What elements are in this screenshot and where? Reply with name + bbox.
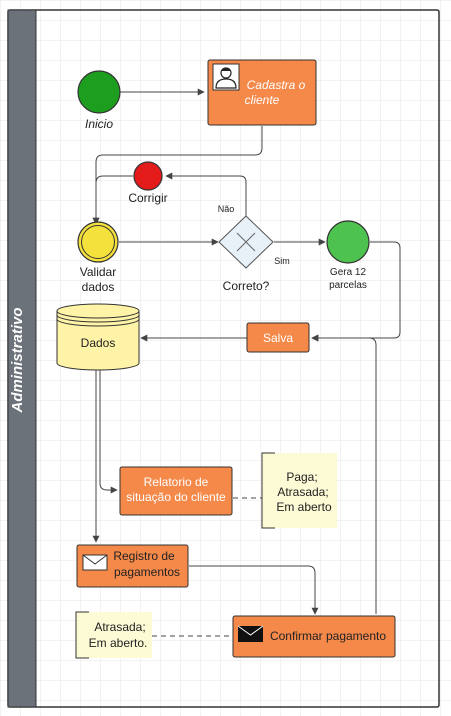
task-salva[interactable] xyxy=(246,322,310,353)
validar-dados-event[interactable] xyxy=(77,221,119,263)
corrigir-event[interactable] xyxy=(133,161,163,191)
task-relatorio-line2: situação do cliente xyxy=(126,490,226,504)
flow-registro-to-confirmar xyxy=(189,565,319,615)
flow-gateway-to-corrigir xyxy=(165,172,247,221)
envelope-icon xyxy=(82,554,108,571)
gateway-x-icon xyxy=(236,232,256,252)
validar-dados-inner-ring xyxy=(81,225,115,259)
gateway-no-label: Não xyxy=(218,204,235,214)
gateway-yes-label: Sim xyxy=(274,256,290,266)
atrasada-note-line1: Atrasada; xyxy=(94,620,145,634)
status-note[interactable] xyxy=(262,453,337,528)
datastore-dados[interactable] xyxy=(56,303,140,371)
validar-line1: Validar xyxy=(80,265,116,279)
task-cadastra-line1: Cadastra o xyxy=(247,78,306,92)
task-confirmar-pagamento[interactable] xyxy=(232,615,396,658)
flow-corrigir-to-validar xyxy=(92,175,133,225)
task-salva-label: Salva xyxy=(263,331,293,345)
atrasada-note[interactable] xyxy=(76,612,152,658)
start-event[interactable] xyxy=(77,70,121,114)
task-cadastra-line2: cliente xyxy=(245,93,280,107)
flow-dados-to-relatorio xyxy=(99,370,118,494)
start-event-label: Inicio xyxy=(85,117,113,131)
gera-parcelas-event[interactable] xyxy=(326,220,370,264)
user-icon xyxy=(212,63,240,91)
flow-confirmar-to-salva xyxy=(311,334,377,614)
status-note-line1: Paga; xyxy=(286,470,317,484)
task-relatorio-line1: Relatorio de xyxy=(144,475,209,489)
flow-gera-to-salva xyxy=(311,241,401,342)
lane-header[interactable] xyxy=(7,9,37,708)
status-note-line3: Em aberto xyxy=(276,500,332,514)
gateway-label: Correto? xyxy=(223,279,270,293)
atrasada-note-line2: Em aberto. xyxy=(89,636,148,650)
flow-cadastra-to-validar xyxy=(92,126,263,225)
gera-line2: parcelas xyxy=(329,280,367,291)
task-registro-line2: pagamentos xyxy=(114,565,180,579)
task-registro-line1: Registro de xyxy=(113,549,175,563)
task-relatorio[interactable] xyxy=(119,466,233,516)
datastore-label: Dados xyxy=(81,336,116,350)
status-note-line2: Atrasada; xyxy=(277,485,328,499)
lane-label: Administrativo xyxy=(9,307,26,413)
corrigir-label: Corrigir xyxy=(128,191,167,205)
task-confirmar-label: Confirmar pagamento xyxy=(270,629,386,643)
envelope-filled-icon xyxy=(237,625,264,642)
gera-line1: Gera 12 xyxy=(330,267,367,278)
validar-line2: dados xyxy=(82,280,115,294)
atrasada-note-bracket xyxy=(75,611,89,659)
status-note-bracket-front xyxy=(261,452,275,529)
